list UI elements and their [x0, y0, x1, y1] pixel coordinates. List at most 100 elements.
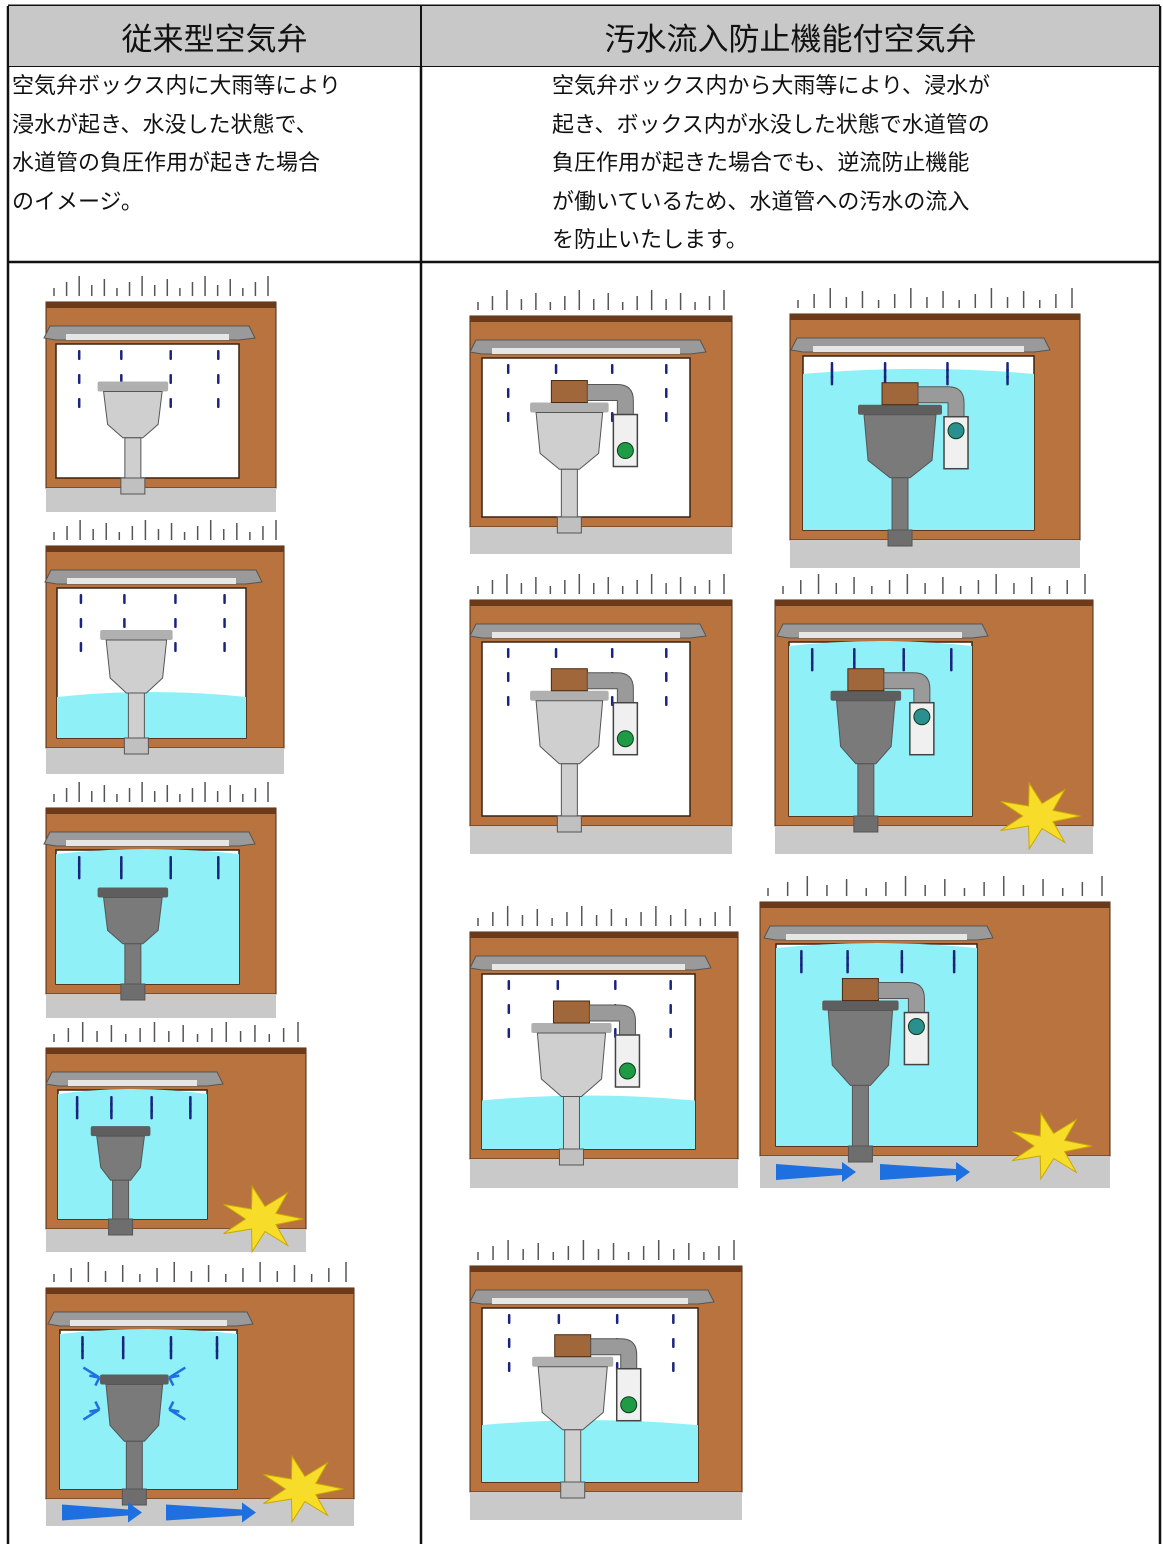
conventional-step-4	[45, 1022, 307, 1254]
water-drip	[672, 1338, 675, 1348]
water-drip	[665, 696, 668, 706]
water-drip	[120, 869, 123, 880]
float-ball	[618, 1062, 636, 1080]
water-drip	[507, 1314, 511, 1324]
ground-surface	[46, 1048, 306, 1054]
box-lid	[66, 334, 229, 340]
vent-pipe	[917, 386, 965, 418]
ground-surface	[470, 932, 738, 938]
pipe-connection	[556, 815, 582, 833]
valve-stem	[124, 437, 142, 479]
water-drip	[506, 364, 510, 374]
pipe-connection	[123, 737, 149, 755]
valve-stem	[124, 943, 142, 985]
conventional-step-2	[44, 520, 285, 774]
vent-pipe	[590, 1338, 638, 1370]
pipe-break-burst	[263, 1454, 344, 1524]
ground-surface	[46, 302, 276, 308]
water-drip	[150, 1109, 153, 1120]
water-drip	[169, 869, 172, 880]
pipe-connection	[121, 1488, 147, 1506]
float-ball	[907, 1018, 925, 1036]
ground-surface	[760, 902, 1110, 908]
valve-body	[836, 700, 896, 765]
water-drip	[669, 1028, 672, 1038]
valve-top-flange	[530, 402, 609, 413]
valve-stem	[851, 1084, 869, 1147]
valve-body	[103, 391, 163, 439]
box-lid	[799, 632, 962, 638]
ground-surface	[470, 316, 732, 322]
valve-top-flange	[97, 887, 169, 898]
water-flow-arrow	[62, 1502, 142, 1523]
protected-step-6	[774, 574, 1094, 854]
header-backflow-prevention-valve: 汚水流入防止機能付空気弁	[422, 6, 1159, 66]
valve-body	[536, 1032, 607, 1097]
pipe-connection	[120, 477, 146, 495]
description-conventional-valve: 空気弁ボックス内に大雨等により 浸水が起き、水没した状態で、 水道管の負圧作用が…	[12, 74, 341, 215]
water-drip	[120, 350, 123, 360]
water-drip	[223, 594, 226, 604]
water-drip	[110, 1109, 113, 1120]
water-drip	[800, 963, 803, 974]
vent-pipe	[588, 1004, 636, 1036]
water-drip	[217, 398, 220, 408]
water-drip	[169, 1349, 173, 1360]
water-drip	[77, 350, 81, 360]
box-lid	[67, 578, 236, 584]
ground-surface	[470, 1266, 742, 1272]
water-drip	[75, 1109, 79, 1120]
water-drip	[123, 594, 126, 604]
valve-stem	[562, 1096, 580, 1150]
pipe-connection	[108, 1218, 134, 1236]
water-drip	[665, 364, 668, 374]
ground-surface	[790, 314, 1080, 320]
conventional-step-3	[43, 782, 277, 1018]
valve-body	[103, 897, 163, 945]
water-drip	[77, 374, 81, 384]
base-ground	[46, 748, 284, 774]
water-flow-arrow	[880, 1162, 970, 1182]
water-drip	[507, 980, 511, 990]
vent-pipe	[586, 672, 634, 704]
valve-stem	[564, 1429, 582, 1483]
water-drip	[665, 388, 668, 398]
vent-pipe	[877, 982, 925, 1014]
box-lid	[68, 1080, 197, 1086]
water-drip	[506, 672, 510, 682]
box-lid	[492, 632, 680, 638]
suction-arrow	[82, 1366, 101, 1387]
valve-top-flange	[858, 404, 943, 415]
box-lid	[70, 1320, 227, 1326]
flood-water	[482, 1095, 695, 1149]
water-drip	[506, 648, 510, 658]
valve-top-flange	[830, 690, 902, 701]
water-drip	[900, 963, 904, 974]
check-valve-cap	[550, 668, 588, 692]
water-drip	[79, 594, 83, 604]
valve-body	[96, 1135, 145, 1181]
water-drip	[610, 364, 614, 374]
water-drip	[672, 1314, 675, 1324]
water-drip	[952, 963, 956, 974]
valve-body	[863, 414, 937, 479]
pipe-break-burst	[1012, 1111, 1093, 1181]
base-ground	[790, 540, 1080, 568]
valve-top-flange	[531, 1023, 612, 1033]
water-drip	[610, 648, 614, 658]
valve-stem	[891, 477, 909, 531]
valve-stem	[112, 1179, 130, 1220]
water-drip	[665, 672, 668, 682]
pipe-connection	[120, 983, 146, 1001]
water-drip	[169, 350, 172, 360]
valve-body	[537, 1366, 608, 1431]
water-flow-arrow	[166, 1502, 256, 1523]
water-drip	[189, 1109, 192, 1120]
base-ground	[470, 826, 732, 854]
valve-stem	[125, 1440, 143, 1490]
pipe-connection	[887, 529, 913, 547]
valve-body	[105, 1384, 164, 1442]
float-ball	[947, 422, 965, 440]
water-flow-arrow	[776, 1162, 856, 1182]
water-drip	[174, 594, 177, 604]
